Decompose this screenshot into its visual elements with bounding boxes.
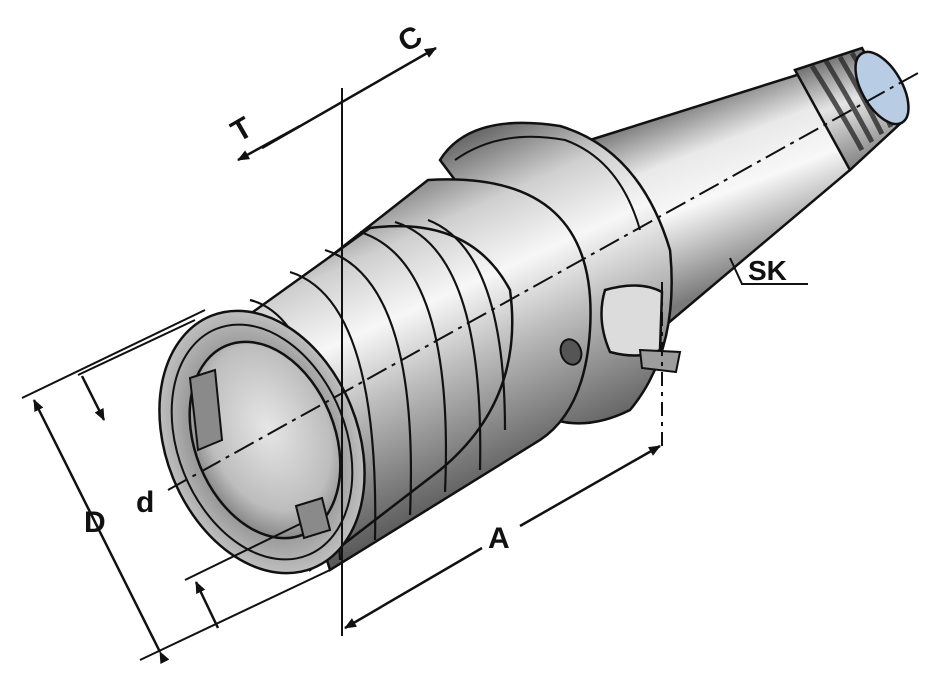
dimension-d-inner: d xyxy=(77,319,301,629)
dimension-a: A xyxy=(341,88,663,636)
drive-key-top xyxy=(188,368,224,452)
drive-key-bottom xyxy=(294,496,332,540)
sk-callout: SK xyxy=(729,255,808,286)
label-c: C xyxy=(393,20,428,59)
center-axis xyxy=(167,72,919,491)
thread-tip-face xyxy=(854,50,910,126)
label-d-inner: d xyxy=(136,486,154,519)
dimension-d-outer: D xyxy=(21,309,331,665)
axis-c-t: C T xyxy=(226,20,437,162)
label-a: A xyxy=(488,522,510,555)
label-sk: SK xyxy=(748,255,787,286)
retention-thread xyxy=(793,46,910,173)
drive-slot xyxy=(600,284,664,357)
front-face xyxy=(158,309,366,575)
label-t: T xyxy=(226,111,258,149)
label-d-outer: D xyxy=(84,506,106,539)
set-screw-hole xyxy=(559,338,583,366)
